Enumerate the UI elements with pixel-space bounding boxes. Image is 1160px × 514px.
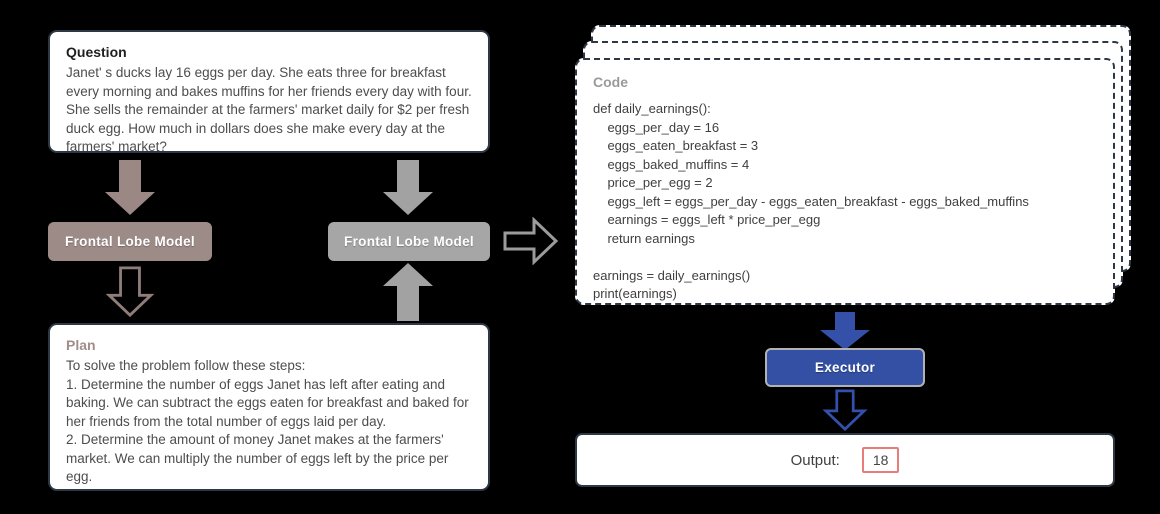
question-card: Question Janet' s ducks lay 16 eggs per … bbox=[48, 30, 490, 154]
code-line: eggs_left = eggs_per_day - eggs_eaten_br… bbox=[593, 193, 1029, 209]
code-line: print(earnings) bbox=[593, 286, 677, 301]
frontal-lobe-model-middle-node: Frontal Lobe Model bbox=[328, 222, 490, 261]
output-value: 18 bbox=[861, 447, 900, 473]
output-card: Output: 18 bbox=[575, 433, 1115, 487]
plan-title: Plan bbox=[66, 337, 96, 353]
code-line: price_per_egg = 2 bbox=[593, 175, 713, 190]
executor-label: Executor bbox=[814, 360, 876, 375]
code-line: eggs_per_day = 16 bbox=[593, 119, 720, 135]
arrow-down-solid-icon bbox=[820, 312, 870, 350]
code-line: eggs_baked_muffins = 4 bbox=[593, 156, 750, 172]
frontal-lobe-model-left-label: Frontal Lobe Model bbox=[65, 234, 195, 249]
arrow-down-solid-icon bbox=[383, 160, 433, 215]
arrow-down-hollow-icon bbox=[106, 266, 154, 318]
arrow-down-hollow-icon bbox=[822, 389, 868, 431]
code-stack: Code def daily_earnings(): eggs_per_day … bbox=[575, 25, 1135, 306]
code-line: eggs_eaten_breakfast = 3 bbox=[593, 138, 759, 153]
plan-card: Plan To solve the problem follow these s… bbox=[48, 323, 490, 491]
arrow-up-solid-icon bbox=[383, 263, 433, 321]
code-card: Code def daily_earnings(): eggs_per_day … bbox=[575, 58, 1115, 305]
question-body: Janet' s ducks lay 16 eggs per day. She … bbox=[66, 65, 472, 154]
frontal-lobe-model-middle-label: Frontal Lobe Model bbox=[344, 234, 474, 249]
executor-node: Executor bbox=[765, 348, 925, 387]
arrow-right-hollow-icon bbox=[503, 217, 559, 265]
code-line: def daily_earnings(): bbox=[593, 101, 711, 116]
code-line bbox=[593, 248, 1097, 267]
frontal-lobe-model-left-node: Frontal Lobe Model bbox=[48, 222, 212, 261]
output-label: Output: bbox=[790, 451, 840, 469]
code-line: return earnings bbox=[593, 230, 695, 246]
plan-step-1: 1. Determine the number of eggs Janet ha… bbox=[66, 376, 469, 429]
arrow-down-solid-icon bbox=[105, 160, 155, 215]
plan-step-2: 2. Determine the amount of money Janet m… bbox=[66, 432, 449, 484]
code-line: earnings = eggs_left * price_per_egg bbox=[593, 212, 821, 227]
code-line: earnings = daily_earnings() bbox=[593, 267, 751, 283]
code-block: def daily_earnings(): eggs_per_day = 16 … bbox=[593, 100, 1097, 304]
code-title: Code bbox=[593, 74, 628, 90]
plan-intro: To solve the problem follow these steps: bbox=[66, 358, 306, 373]
question-title: Question bbox=[66, 44, 127, 60]
